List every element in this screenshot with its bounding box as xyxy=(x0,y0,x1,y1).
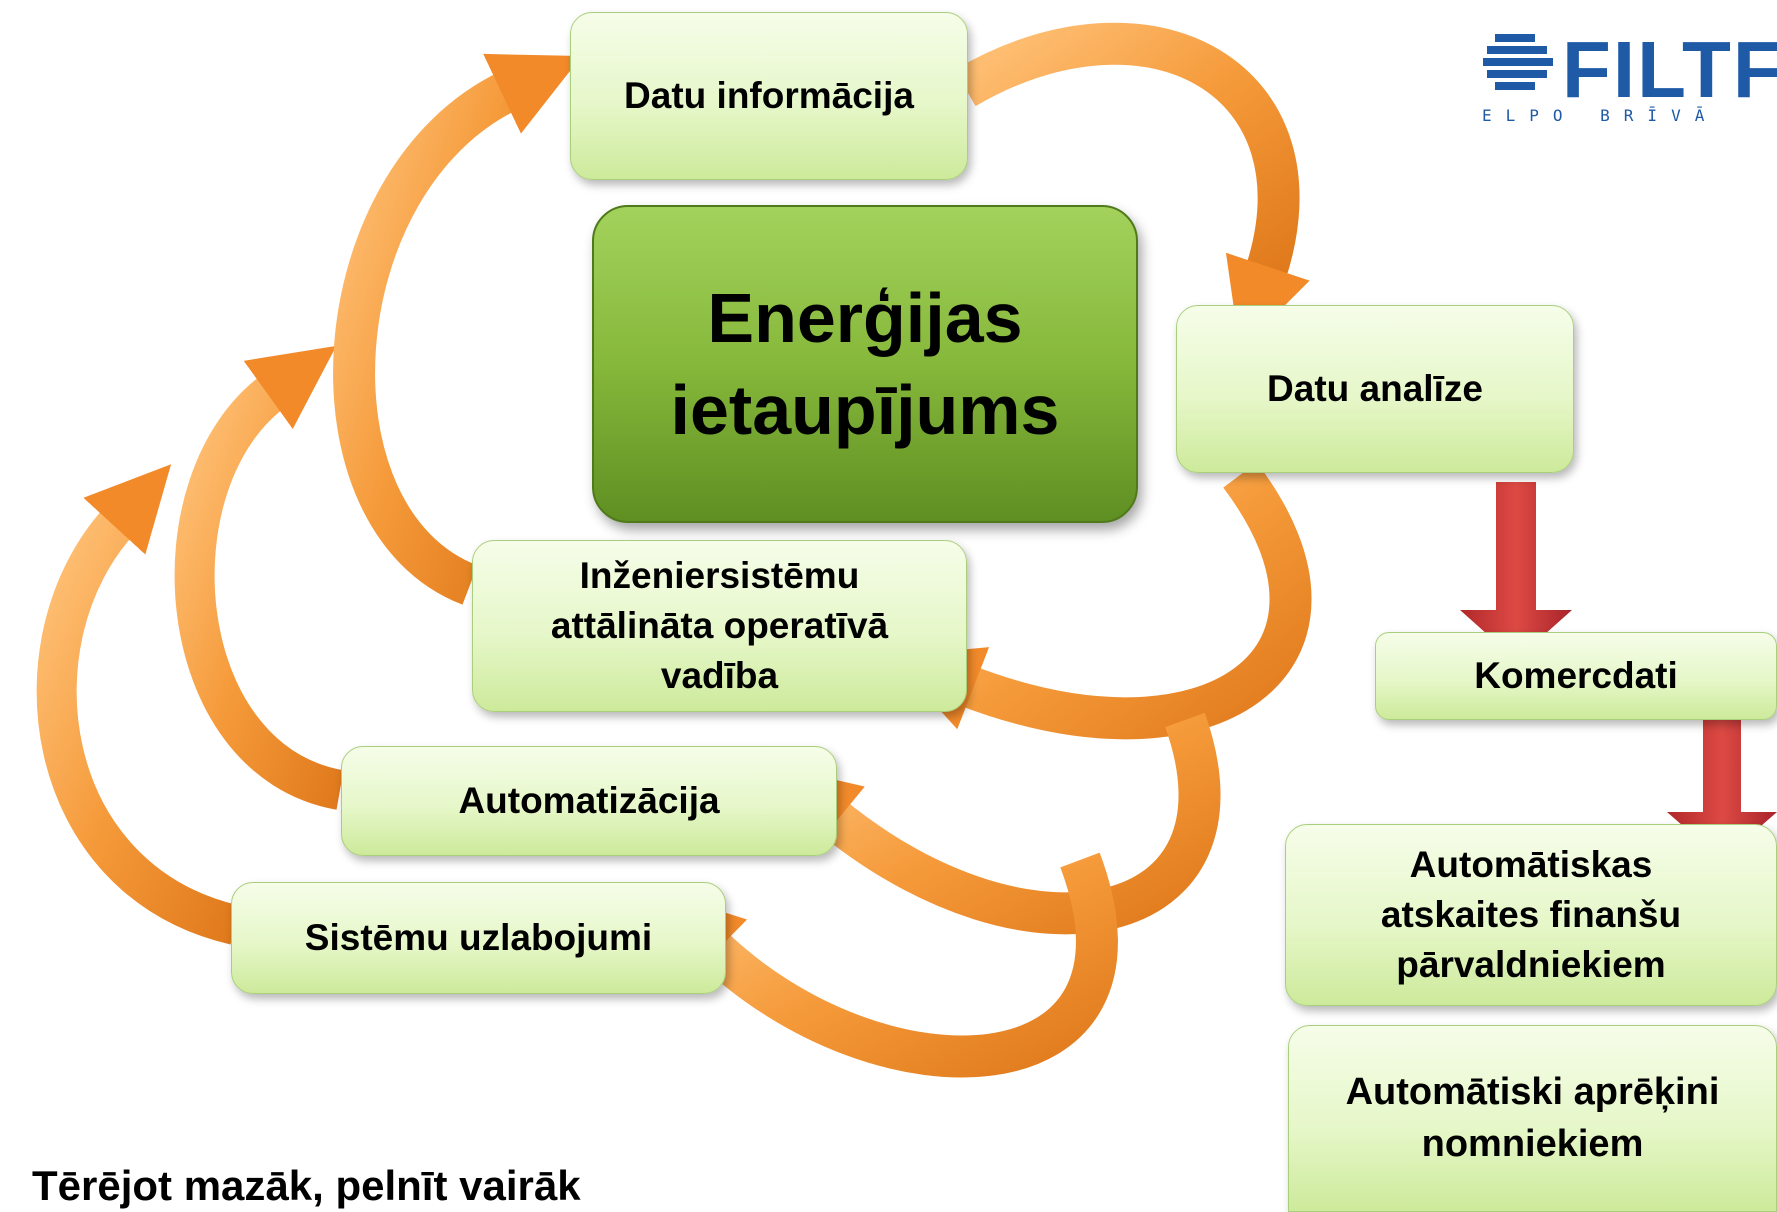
arrow-automatizacija-to-top xyxy=(174,345,345,810)
arrow-loop-to-automatizacija xyxy=(768,712,1221,935)
brand-logo: FILTF ELPO BRĪVĀ xyxy=(1478,26,1777,136)
output-label-line: pārvaldniekiem xyxy=(1396,943,1666,985)
output-komercdati: Komercdati xyxy=(1375,632,1777,720)
brand-name: FILTF xyxy=(1562,26,1777,114)
step-label: Datu informācija xyxy=(624,75,914,117)
arrow-loop-to-sistemu xyxy=(652,852,1118,1078)
center-energy-savings: Enerģijas ietaupījums xyxy=(592,205,1138,523)
output-label-line: Automātiski aprēķini xyxy=(1345,1071,1720,1114)
red-arrow-analize-to-komercdati xyxy=(1460,482,1572,660)
arrow-analize-to-inzenier xyxy=(890,462,1312,740)
output-label: Komercdati xyxy=(1474,655,1678,697)
step-sistemu-uzlabojumi: Sistēmu uzlabojumi xyxy=(231,882,726,994)
step-label-line: Inženiersistēmu xyxy=(579,555,860,597)
step-label-line: vadība xyxy=(660,654,779,696)
step-datu-analize: Datu analīze xyxy=(1176,305,1574,473)
step-label: Sistēmu uzlabojumi xyxy=(304,917,653,959)
output-label-line: Automātiskas xyxy=(1409,844,1653,886)
output-label-line: nomniekiem xyxy=(1421,1122,1644,1165)
step-datu-informacija: Datu informācija xyxy=(570,12,968,180)
center-line-2: ietaupījums xyxy=(670,371,1060,449)
arrow-sistemu-to-top xyxy=(36,464,240,945)
brand-tagline: ELPO BRĪVĀ xyxy=(1482,106,1719,125)
output-label-line: atskaites finanšu xyxy=(1380,894,1682,936)
step-label-line: attālināta operatīvā xyxy=(550,605,889,647)
step-automatizacija: Automatizācija xyxy=(341,746,837,856)
step-label: Datu analīze xyxy=(1267,368,1483,410)
step-inzeniersistemu: Inženiersistēmu attālināta operatīvā vad… xyxy=(472,540,967,712)
center-line-1: Enerģijas xyxy=(707,278,1023,357)
footer-tagline: Tērējot mazāk, pelnīt vairāk xyxy=(32,1162,581,1209)
output-automatiskas-atskaites: Automātiskas atskaites finanšu pārvaldni… xyxy=(1285,824,1777,1006)
filter-lines-icon xyxy=(1483,34,1553,90)
step-label: Automatizācija xyxy=(458,780,720,822)
arrow-inzenier-to-top xyxy=(333,53,582,605)
arrow-top-to-analize xyxy=(954,22,1310,351)
output-automatiski-aprekini: Automātiski aprēķini nomniekiem xyxy=(1288,1025,1777,1212)
